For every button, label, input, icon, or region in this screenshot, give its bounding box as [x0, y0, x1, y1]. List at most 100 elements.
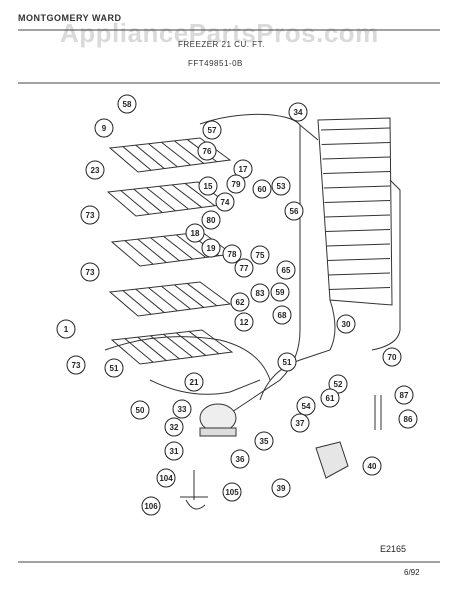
callout-number: 83 — [256, 289, 265, 298]
part-callout[interactable]: 17 — [233, 159, 253, 179]
part-callout[interactable]: 51 — [277, 352, 297, 372]
part-callout[interactable]: 80 — [201, 210, 221, 230]
part-callout[interactable]: 33 — [172, 399, 192, 419]
callout-number: 32 — [170, 423, 179, 432]
callout-number: 50 — [136, 406, 145, 415]
part-callout[interactable]: 60 — [252, 179, 272, 199]
callout-number: 87 — [400, 391, 409, 400]
callout-number: 77 — [240, 264, 249, 273]
diagram-code: E2165 — [380, 544, 407, 554]
callout-number: 31 — [170, 447, 179, 456]
part-callout[interactable]: 23 — [85, 160, 105, 180]
callout-number: 57 — [208, 126, 217, 135]
callout-number: 62 — [236, 298, 245, 307]
part-callout[interactable]: 35 — [254, 431, 274, 451]
callout-number: 73 — [86, 268, 95, 277]
part-callout[interactable]: 19 — [201, 238, 221, 258]
part-callout[interactable]: 1 — [56, 319, 76, 339]
part-callout[interactable]: 83 — [250, 283, 270, 303]
condenser-coil — [317, 117, 393, 306]
callout-number: 52 — [334, 380, 343, 389]
diagram-title: FREEZER 21 CU. FT. — [178, 40, 265, 49]
part-callout[interactable]: 15 — [198, 176, 218, 196]
callout-number: 75 — [256, 251, 265, 260]
part-callout[interactable]: 73 — [80, 205, 100, 225]
part-callout[interactable]: 32 — [164, 417, 184, 437]
part-callout[interactable]: 61 — [320, 388, 340, 408]
callout-number: 73 — [72, 361, 81, 370]
part-callout[interactable]: 40 — [362, 456, 382, 476]
part-callout[interactable]: 31 — [164, 441, 184, 461]
callout-number: 1 — [64, 325, 69, 334]
callout-number: 65 — [282, 266, 291, 275]
part-callout[interactable]: 59 — [270, 282, 290, 302]
callout-number: 9 — [102, 124, 107, 133]
part-callout[interactable]: 58 — [117, 94, 137, 114]
callout-number: 54 — [302, 402, 311, 411]
callout-number: 40 — [368, 462, 377, 471]
part-callout[interactable]: 76 — [197, 141, 217, 161]
part-callout[interactable]: 53 — [271, 176, 291, 196]
callout-number: 79 — [232, 180, 241, 189]
part-callout[interactable]: 105 — [222, 482, 242, 502]
callout-number: 51 — [110, 364, 119, 373]
part-callout[interactable]: 37 — [290, 413, 310, 433]
part-callout[interactable]: 9 — [94, 118, 114, 138]
callout-number: 104 — [159, 474, 173, 483]
callout-number: 36 — [236, 455, 245, 464]
callout-number: 73 — [86, 211, 95, 220]
callout-number: 53 — [277, 182, 286, 191]
part-callout[interactable]: 70 — [382, 347, 402, 367]
model-number: FFT49851-0B — [188, 59, 243, 68]
part-callout[interactable]: 12 — [234, 312, 254, 332]
callout-number: 30 — [342, 320, 351, 329]
watermark: AppliancePartsPros.com — [60, 18, 379, 48]
callout-number: 34 — [294, 108, 303, 117]
revision-date: 6/92 — [404, 568, 420, 577]
fan-shroud — [315, 441, 349, 479]
part-callout[interactable]: 57 — [202, 120, 222, 140]
part-callout[interactable]: 21 — [184, 372, 204, 392]
part-callout[interactable]: 73 — [66, 355, 86, 375]
part-callout[interactable]: 68 — [272, 305, 292, 325]
part-callout[interactable]: 86 — [398, 409, 418, 429]
part-callout[interactable]: 36 — [230, 449, 250, 469]
callout-number: 68 — [278, 311, 287, 320]
part-callout[interactable]: 74 — [215, 192, 235, 212]
part-callout[interactable]: 77 — [234, 258, 254, 278]
callout-number: 59 — [276, 288, 285, 297]
callout-number: 86 — [404, 415, 413, 424]
part-callout[interactable]: 78 — [222, 244, 242, 264]
callout-number: 74 — [221, 198, 230, 207]
part-callout[interactable]: 104 — [156, 468, 176, 488]
part-callout[interactable]: 34 — [288, 102, 308, 122]
part-callout[interactable]: 56 — [284, 201, 304, 221]
part-callout[interactable]: 18 — [185, 223, 205, 243]
part-callout[interactable]: 73 — [80, 262, 100, 282]
part-callout[interactable]: 39 — [271, 478, 291, 498]
part-callout[interactable]: 75 — [250, 245, 270, 265]
part-callout[interactable]: 30 — [336, 314, 356, 334]
callout-number: 17 — [239, 165, 248, 174]
callout-number: 60 — [258, 185, 267, 194]
callout-number: 78 — [228, 250, 237, 259]
callout-number: 80 — [207, 216, 216, 225]
callout-number: 21 — [190, 378, 199, 387]
part-callout[interactable]: 79 — [226, 174, 246, 194]
callout-number: 12 — [240, 318, 249, 327]
callout-number: 39 — [277, 484, 286, 493]
part-callout[interactable]: 65 — [276, 260, 296, 280]
part-callout[interactable]: 106 — [141, 496, 161, 516]
part-callout[interactable]: 87 — [394, 385, 414, 405]
callout-number: 51 — [283, 358, 292, 367]
callout-number: 105 — [225, 488, 239, 497]
callout-number: 37 — [296, 419, 305, 428]
compressor — [199, 403, 237, 437]
part-callout[interactable]: 54 — [296, 396, 316, 416]
part-callout[interactable]: 51 — [104, 358, 124, 378]
drain-parts — [180, 395, 382, 510]
part-callout[interactable]: 62 — [230, 292, 250, 312]
part-callout[interactable]: 50 — [130, 400, 150, 420]
